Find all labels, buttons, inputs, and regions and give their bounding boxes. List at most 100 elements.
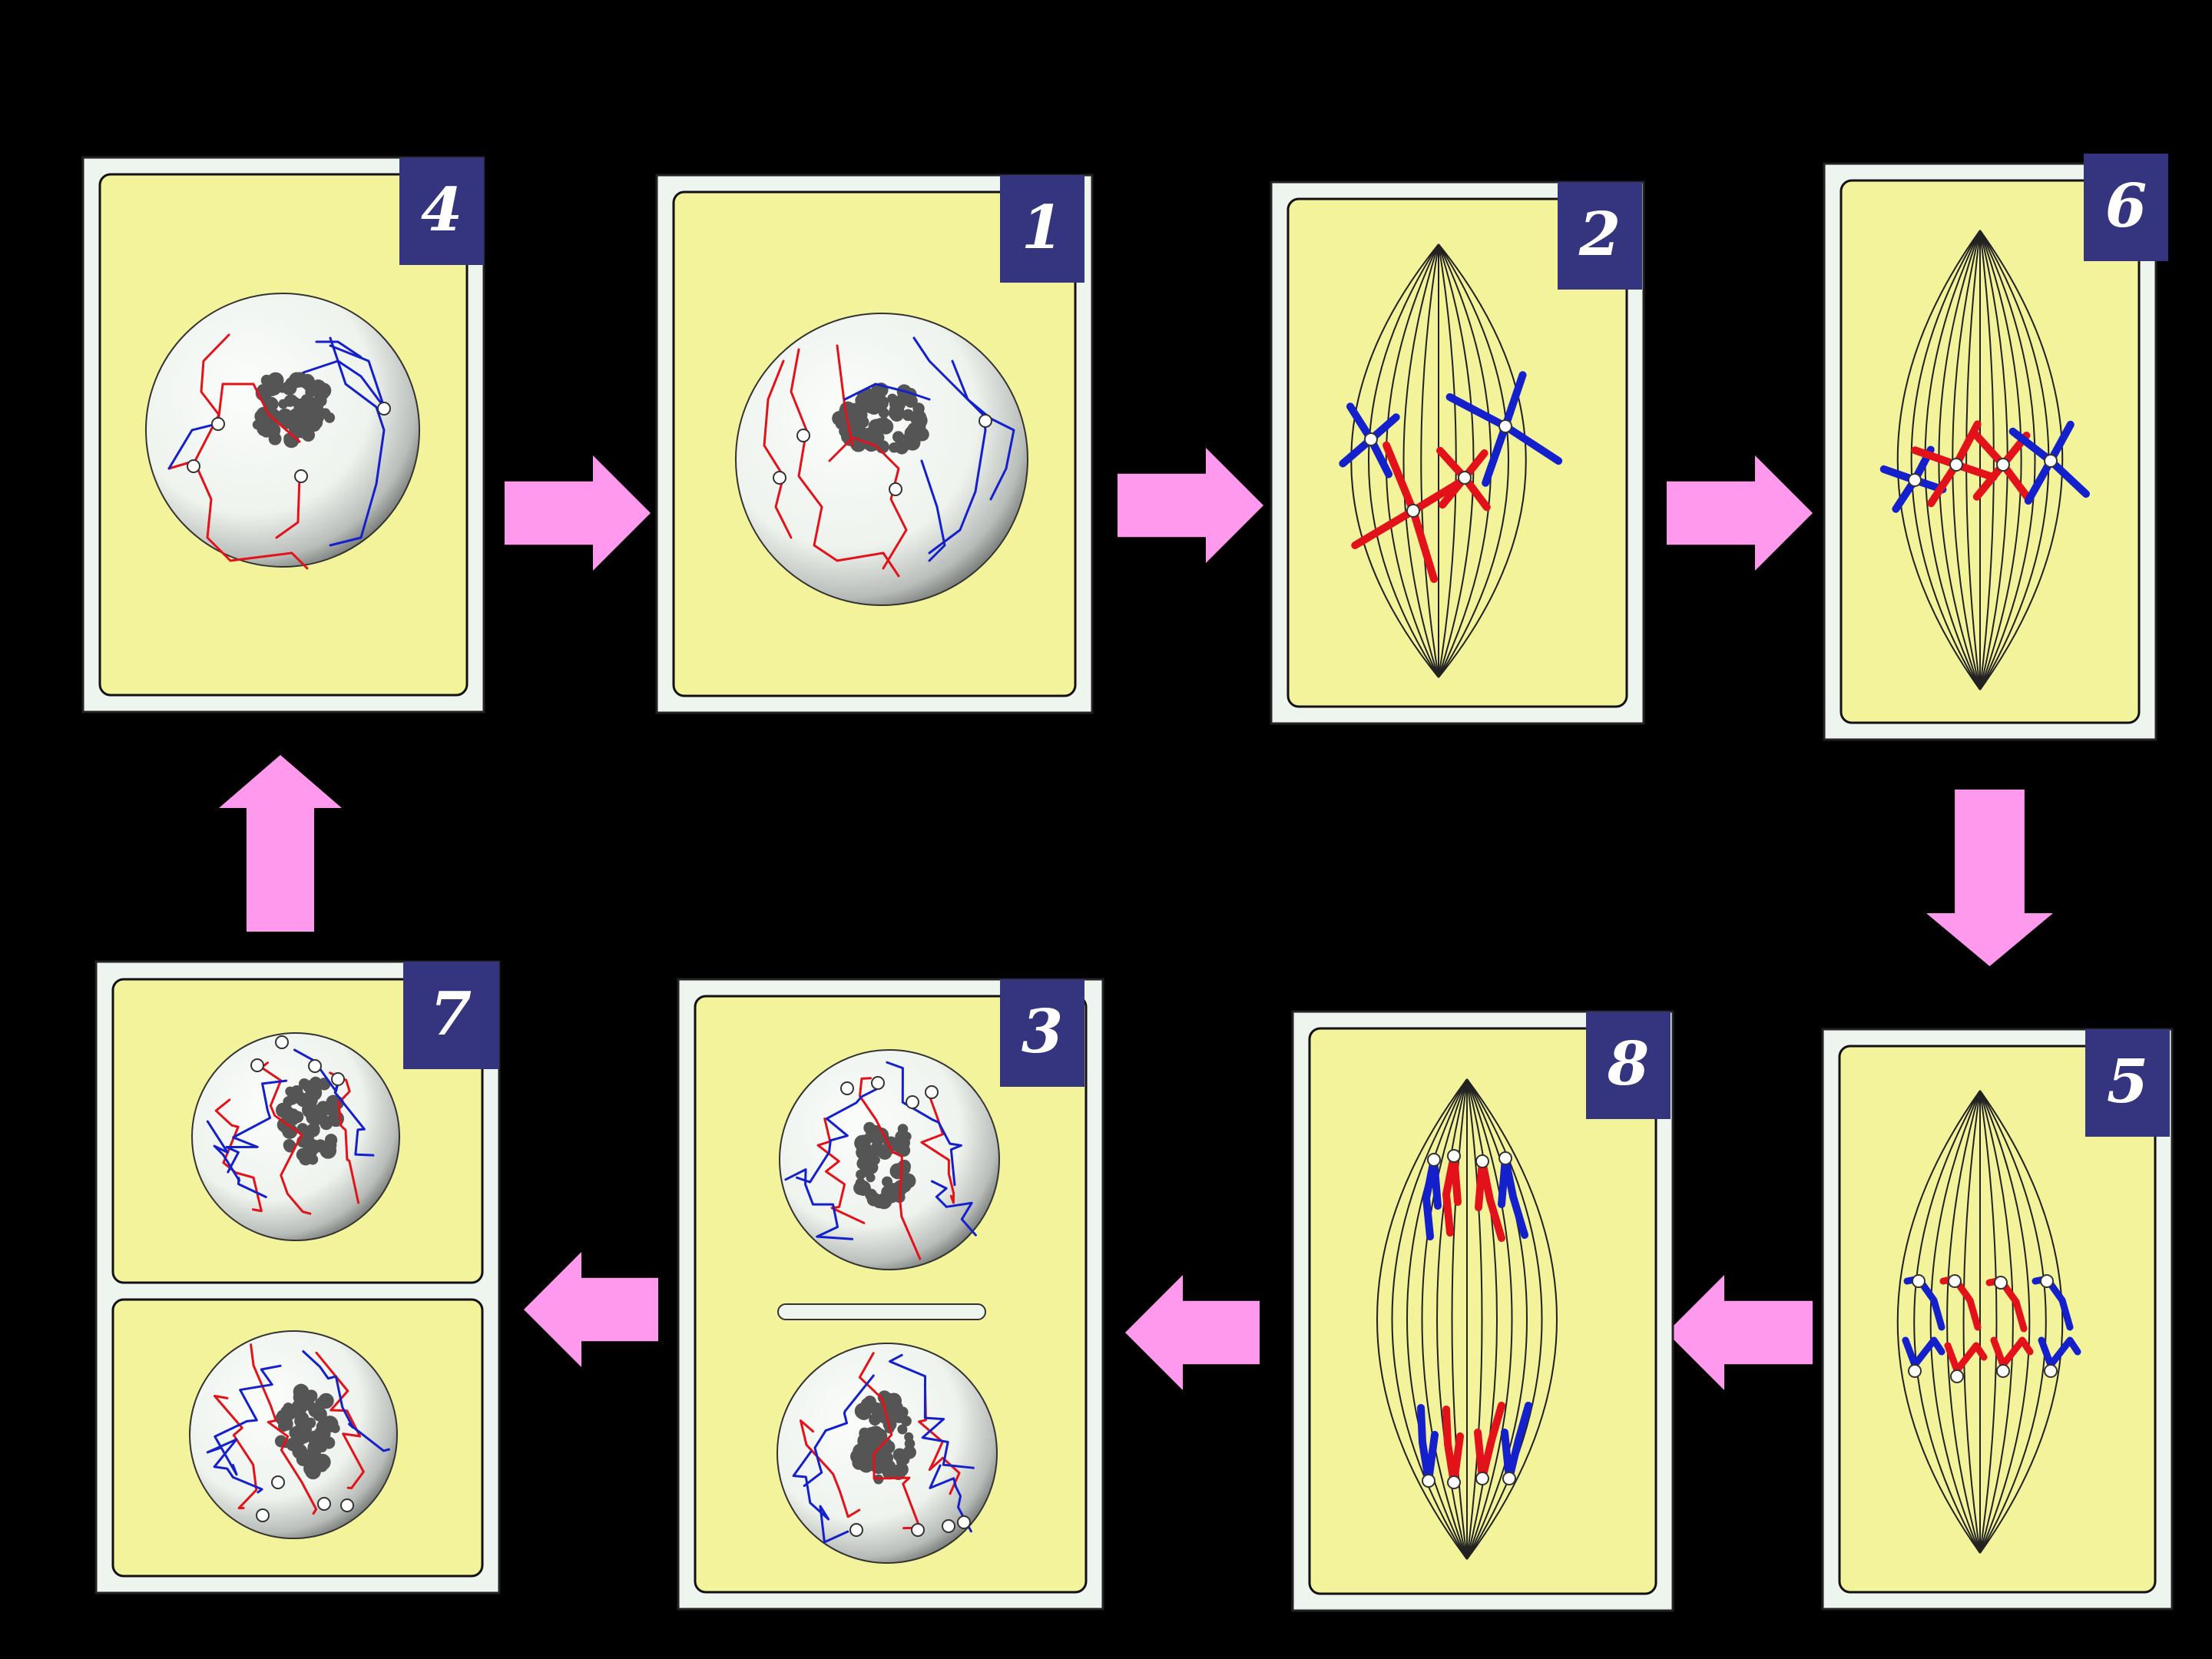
stage-number-label: 4 bbox=[421, 175, 462, 245]
arrow-right bbox=[505, 455, 651, 571]
chromosome bbox=[1436, 446, 1491, 512]
chromatin-strand bbox=[929, 1464, 972, 1533]
arrow-right bbox=[1118, 448, 1263, 563]
centromere bbox=[331, 1072, 345, 1086]
chromosome bbox=[1879, 445, 1947, 513]
nucleolus bbox=[832, 382, 929, 455]
chromatin-strand bbox=[213, 1395, 258, 1510]
centromere bbox=[1908, 1364, 1922, 1378]
stage-number-label: 3 bbox=[1022, 997, 1063, 1067]
nucleolus bbox=[274, 1383, 340, 1480]
chromatin-strand bbox=[260, 1061, 312, 1215]
nucleus bbox=[735, 313, 1028, 606]
centromere bbox=[1498, 419, 1512, 433]
chromatid bbox=[1501, 1429, 1513, 1482]
centromere bbox=[1427, 1153, 1441, 1167]
chromosome bbox=[1911, 420, 1998, 508]
arrow-left bbox=[1125, 1275, 1260, 1390]
chromatin-strand bbox=[315, 340, 363, 359]
cell-plate bbox=[777, 1303, 986, 1320]
chromatid bbox=[1990, 1336, 2034, 1369]
centromere bbox=[1502, 1472, 1516, 1485]
centromere bbox=[1458, 471, 1472, 485]
stage-number-label: 5 bbox=[2107, 1047, 2148, 1117]
centromere bbox=[911, 1523, 925, 1537]
cell-telophase: 3 bbox=[677, 978, 1104, 1611]
centromere bbox=[377, 402, 391, 416]
chromatin-strand bbox=[918, 1382, 961, 1495]
centromere bbox=[957, 1515, 971, 1529]
centromere bbox=[1950, 1369, 1964, 1383]
centromere bbox=[1364, 432, 1378, 446]
chromatin-strand bbox=[217, 382, 301, 443]
cell-prophase: 1 bbox=[655, 174, 1094, 714]
chromosome bbox=[1970, 429, 2034, 504]
centromere bbox=[294, 469, 308, 483]
chromatin-strand bbox=[799, 1419, 861, 1518]
stage-number-label: 1 bbox=[1022, 193, 1063, 263]
chromatid bbox=[1902, 1336, 1945, 1369]
chromatid bbox=[2038, 1336, 2081, 1369]
centromere bbox=[1422, 1474, 1435, 1488]
chromatid bbox=[1430, 1156, 1442, 1210]
arrow-up bbox=[219, 755, 342, 932]
arrow-left bbox=[524, 1252, 658, 1367]
chromatin-strand bbox=[843, 382, 931, 401]
stage-number-label: 6 bbox=[2105, 171, 2147, 241]
cytoplasm bbox=[1838, 1045, 2157, 1594]
chromatin-strand bbox=[951, 359, 1015, 501]
centromere bbox=[773, 471, 786, 485]
chromatin-strand bbox=[790, 348, 900, 578]
chromosome bbox=[1351, 441, 1469, 583]
nucleus bbox=[191, 1032, 400, 1241]
nucleus bbox=[779, 1049, 1000, 1270]
cell-anaphase-early: 5 bbox=[1821, 1028, 2174, 1611]
chromatid bbox=[1944, 1342, 1988, 1374]
centromere bbox=[796, 429, 810, 442]
centromere bbox=[2044, 454, 2058, 468]
stage-number-box bbox=[1558, 182, 1642, 290]
arrows-group bbox=[219, 448, 2053, 1390]
nucleus bbox=[145, 293, 420, 568]
centromere bbox=[840, 1081, 854, 1095]
chromatin-strand bbox=[302, 359, 386, 409]
centromere bbox=[2044, 1364, 2058, 1378]
chromatin-strand bbox=[792, 1450, 849, 1544]
stage-number-label: 2 bbox=[1578, 200, 1621, 270]
cell-anaphase-late: 8 bbox=[1291, 1010, 1674, 1612]
chromatin-strand bbox=[329, 1071, 360, 1204]
centromere bbox=[871, 1076, 885, 1090]
centromere bbox=[1948, 1274, 1962, 1288]
chromatin-strand bbox=[889, 1353, 975, 1469]
centromere bbox=[1949, 458, 1963, 472]
stage-number-box bbox=[2084, 154, 2168, 261]
centromere bbox=[1406, 504, 1420, 518]
chromatin-strand bbox=[886, 1061, 962, 1187]
centromere bbox=[849, 1523, 863, 1537]
centromere bbox=[1498, 1151, 1512, 1165]
cytoplasm bbox=[1286, 197, 1628, 708]
centromere bbox=[1994, 1276, 2008, 1290]
chromatin-strand bbox=[784, 1168, 854, 1240]
centromere bbox=[187, 459, 200, 473]
nucleolus bbox=[850, 1390, 916, 1485]
centromere bbox=[1475, 1154, 1489, 1168]
spindle-fibers bbox=[1896, 1090, 2064, 1554]
centromere bbox=[979, 414, 992, 428]
chromatin-strand bbox=[803, 1374, 875, 1488]
chromatin-strand bbox=[206, 1438, 263, 1494]
centromere bbox=[256, 1508, 270, 1522]
centromere bbox=[1475, 1472, 1489, 1485]
centromere bbox=[1447, 1149, 1461, 1163]
chromatin-strand bbox=[329, 336, 386, 547]
chromatin-strand bbox=[214, 1098, 263, 1213]
chromatid bbox=[1475, 1157, 1486, 1211]
arrow-right bbox=[1667, 455, 1813, 571]
centromere bbox=[906, 1095, 919, 1109]
centromere bbox=[271, 1475, 285, 1489]
cell-prometaphase: 2 bbox=[1270, 180, 1645, 725]
stage-number-box bbox=[1000, 175, 1084, 283]
chromatid bbox=[1479, 1402, 1505, 1482]
chromosome bbox=[2008, 420, 2090, 505]
